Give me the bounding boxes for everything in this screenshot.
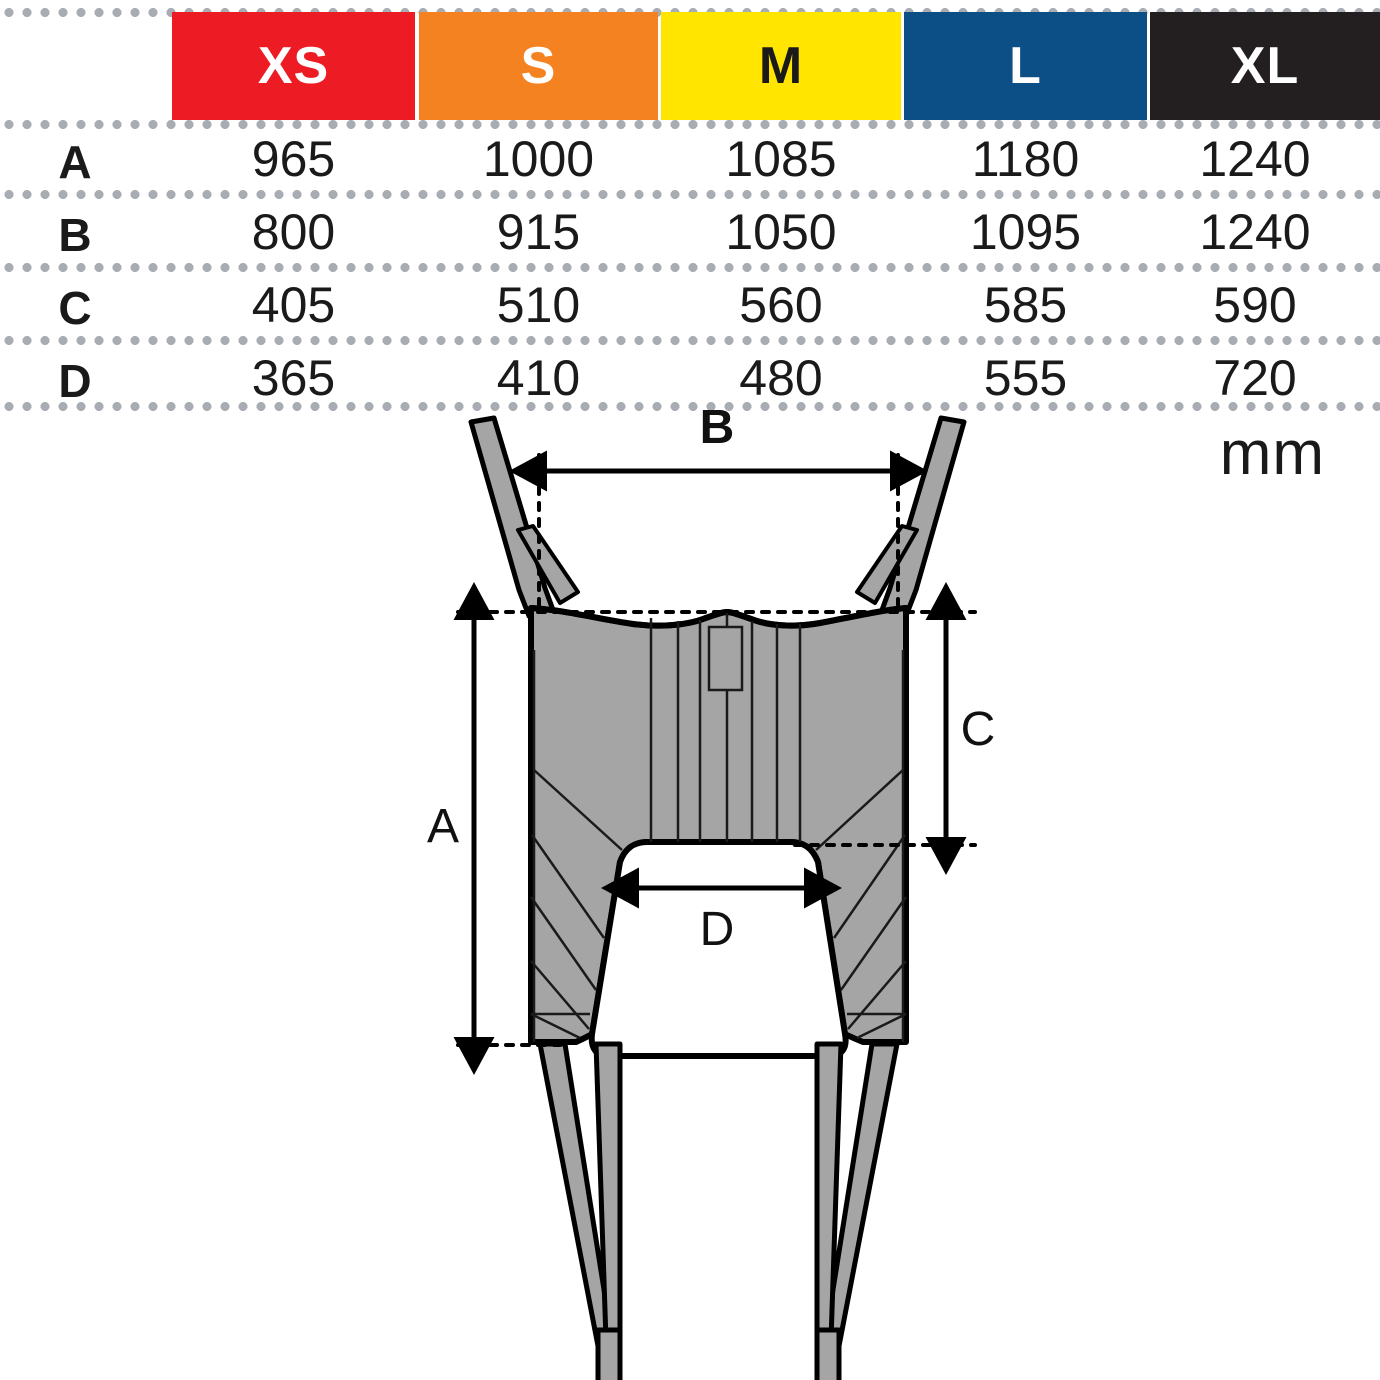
table-rule-b-bottom [0, 263, 1380, 272]
dimension-label-c: C [961, 703, 996, 756]
shoulder-strap-left-inner [516, 524, 580, 605]
leg-strap-left-tail [595, 1327, 623, 1380]
dimension-c: C [925, 582, 996, 876]
cell-b-xs: 800 [251, 204, 336, 260]
leg-strap-right-tail [814, 1327, 842, 1380]
cell-b-m: 1050 [725, 204, 837, 260]
seam-lines-left [529, 769, 623, 1040]
cell-b-s: 915 [496, 204, 581, 260]
size-header-label: L [1009, 37, 1042, 95]
cell-a-m: 1085 [725, 131, 837, 187]
unit-label: mm [1219, 419, 1325, 488]
cell-c-xs: 405 [251, 277, 336, 333]
table-rule-a-bottom [0, 190, 1380, 199]
cell-a-s: 1000 [482, 131, 595, 187]
dimension-label-b: B [700, 410, 735, 454]
size-chart-table: XS S M L XL A 965 1000 1085 1180 1240 B … [0, 0, 1380, 411]
sling-label-patch [707, 625, 744, 692]
cell-c-m: 560 [739, 277, 823, 333]
cell-b-xl: 1240 [1199, 204, 1311, 260]
size-header-cell-m: M [661, 12, 901, 120]
cell-c-xl: 590 [1213, 277, 1297, 333]
size-header-cell-s: S [419, 12, 658, 120]
dimension-b: B [509, 410, 929, 607]
sling-body-graphic [468, 415, 967, 1380]
cell-d-m: 480 [739, 350, 823, 406]
seam-lines-right [815, 769, 908, 1040]
table-rule-header-bottom [0, 120, 1380, 129]
cell-c-l: 585 [983, 277, 1068, 333]
size-header-cell-xs: XS [172, 12, 415, 120]
cell-d-xs: 365 [251, 350, 336, 406]
cell-c-s: 510 [496, 277, 581, 333]
shoulder-strap-right-inner [855, 524, 919, 605]
cell-a-l: 1180 [971, 131, 1080, 187]
row-letter-a: A [58, 136, 92, 188]
size-header-label: XL [1230, 37, 1300, 95]
cell-d-xl: 720 [1213, 350, 1297, 406]
sling-neckline [528, 605, 909, 629]
row-letter-b: B [58, 209, 92, 261]
row-letter-c: C [58, 282, 92, 334]
dimension-d: D [601, 867, 843, 956]
size-header-cell-xl: XL [1150, 12, 1380, 120]
size-header-label: XS [257, 37, 330, 95]
cell-a-xs: 965 [251, 131, 336, 187]
center-stripe-panel [649, 613, 802, 842]
cell-a-xl: 1240 [1199, 131, 1311, 187]
cell-d-l: 555 [983, 350, 1068, 406]
sling-technical-drawing: B A C D [0, 410, 1380, 1380]
row-letter-d: D [58, 355, 92, 407]
table-rule-d-bottom [0, 402, 1380, 411]
shoulder-strap-right [879, 415, 967, 619]
dimension-a: A [427, 582, 495, 1076]
size-header-label: S [520, 37, 557, 95]
cell-b-l: 1095 [969, 204, 1082, 260]
dimension-label-a: A [427, 800, 459, 853]
size-header-label: M [758, 37, 804, 95]
dimension-label-d: D [700, 903, 735, 956]
table-rule-c-bottom [0, 336, 1380, 345]
cell-d-s: 410 [496, 350, 581, 406]
size-header-cell-l: L [904, 12, 1147, 120]
